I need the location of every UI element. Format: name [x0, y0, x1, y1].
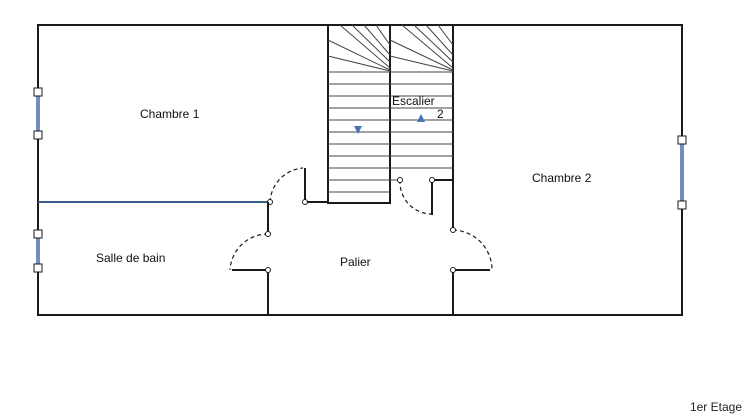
- chambre2-door-hinge-2: [450, 267, 456, 273]
- chambre2-door-swing: [452, 229, 493, 271]
- window-bathroom-bottom: [33, 263, 43, 273]
- window-chambre1-bottom: [33, 130, 43, 140]
- window-chambre1-top: [33, 87, 43, 97]
- stair-block: [327, 24, 391, 204]
- label-salle-de-bain: Salle de bain: [96, 251, 165, 265]
- window-chambre2-bottom: [677, 200, 687, 210]
- bathroom-door-hinge: [265, 231, 271, 237]
- stair-arrow-down: [354, 126, 362, 134]
- chambre1-door-hinge-2: [302, 199, 308, 205]
- label-chambre2: Chambre 2: [532, 171, 592, 185]
- window-bathroom-top: [33, 229, 43, 239]
- stair-arrow-up: [417, 114, 425, 122]
- label-escalier-num: 2: [437, 107, 444, 121]
- bathroom-door-swing: [229, 233, 269, 271]
- stair-door-hinge-2: [429, 177, 435, 183]
- chambre1-door-swing: [269, 167, 304, 203]
- chambre2-door-hinge: [450, 227, 456, 233]
- label-palier: Palier: [340, 255, 371, 269]
- label-chambre1: Chambre 1: [140, 107, 200, 121]
- label-escalier: Escalier: [392, 94, 435, 108]
- stair-door-swing: [399, 179, 433, 215]
- stair-treads-left: [327, 24, 391, 193]
- bathroom-door-hinge-2: [265, 267, 271, 273]
- floor-label: 1er Etage: [689, 400, 742, 414]
- stair-door-hinge: [397, 177, 403, 183]
- outer-wall: [37, 24, 683, 316]
- window-chambre2-top: [677, 135, 687, 145]
